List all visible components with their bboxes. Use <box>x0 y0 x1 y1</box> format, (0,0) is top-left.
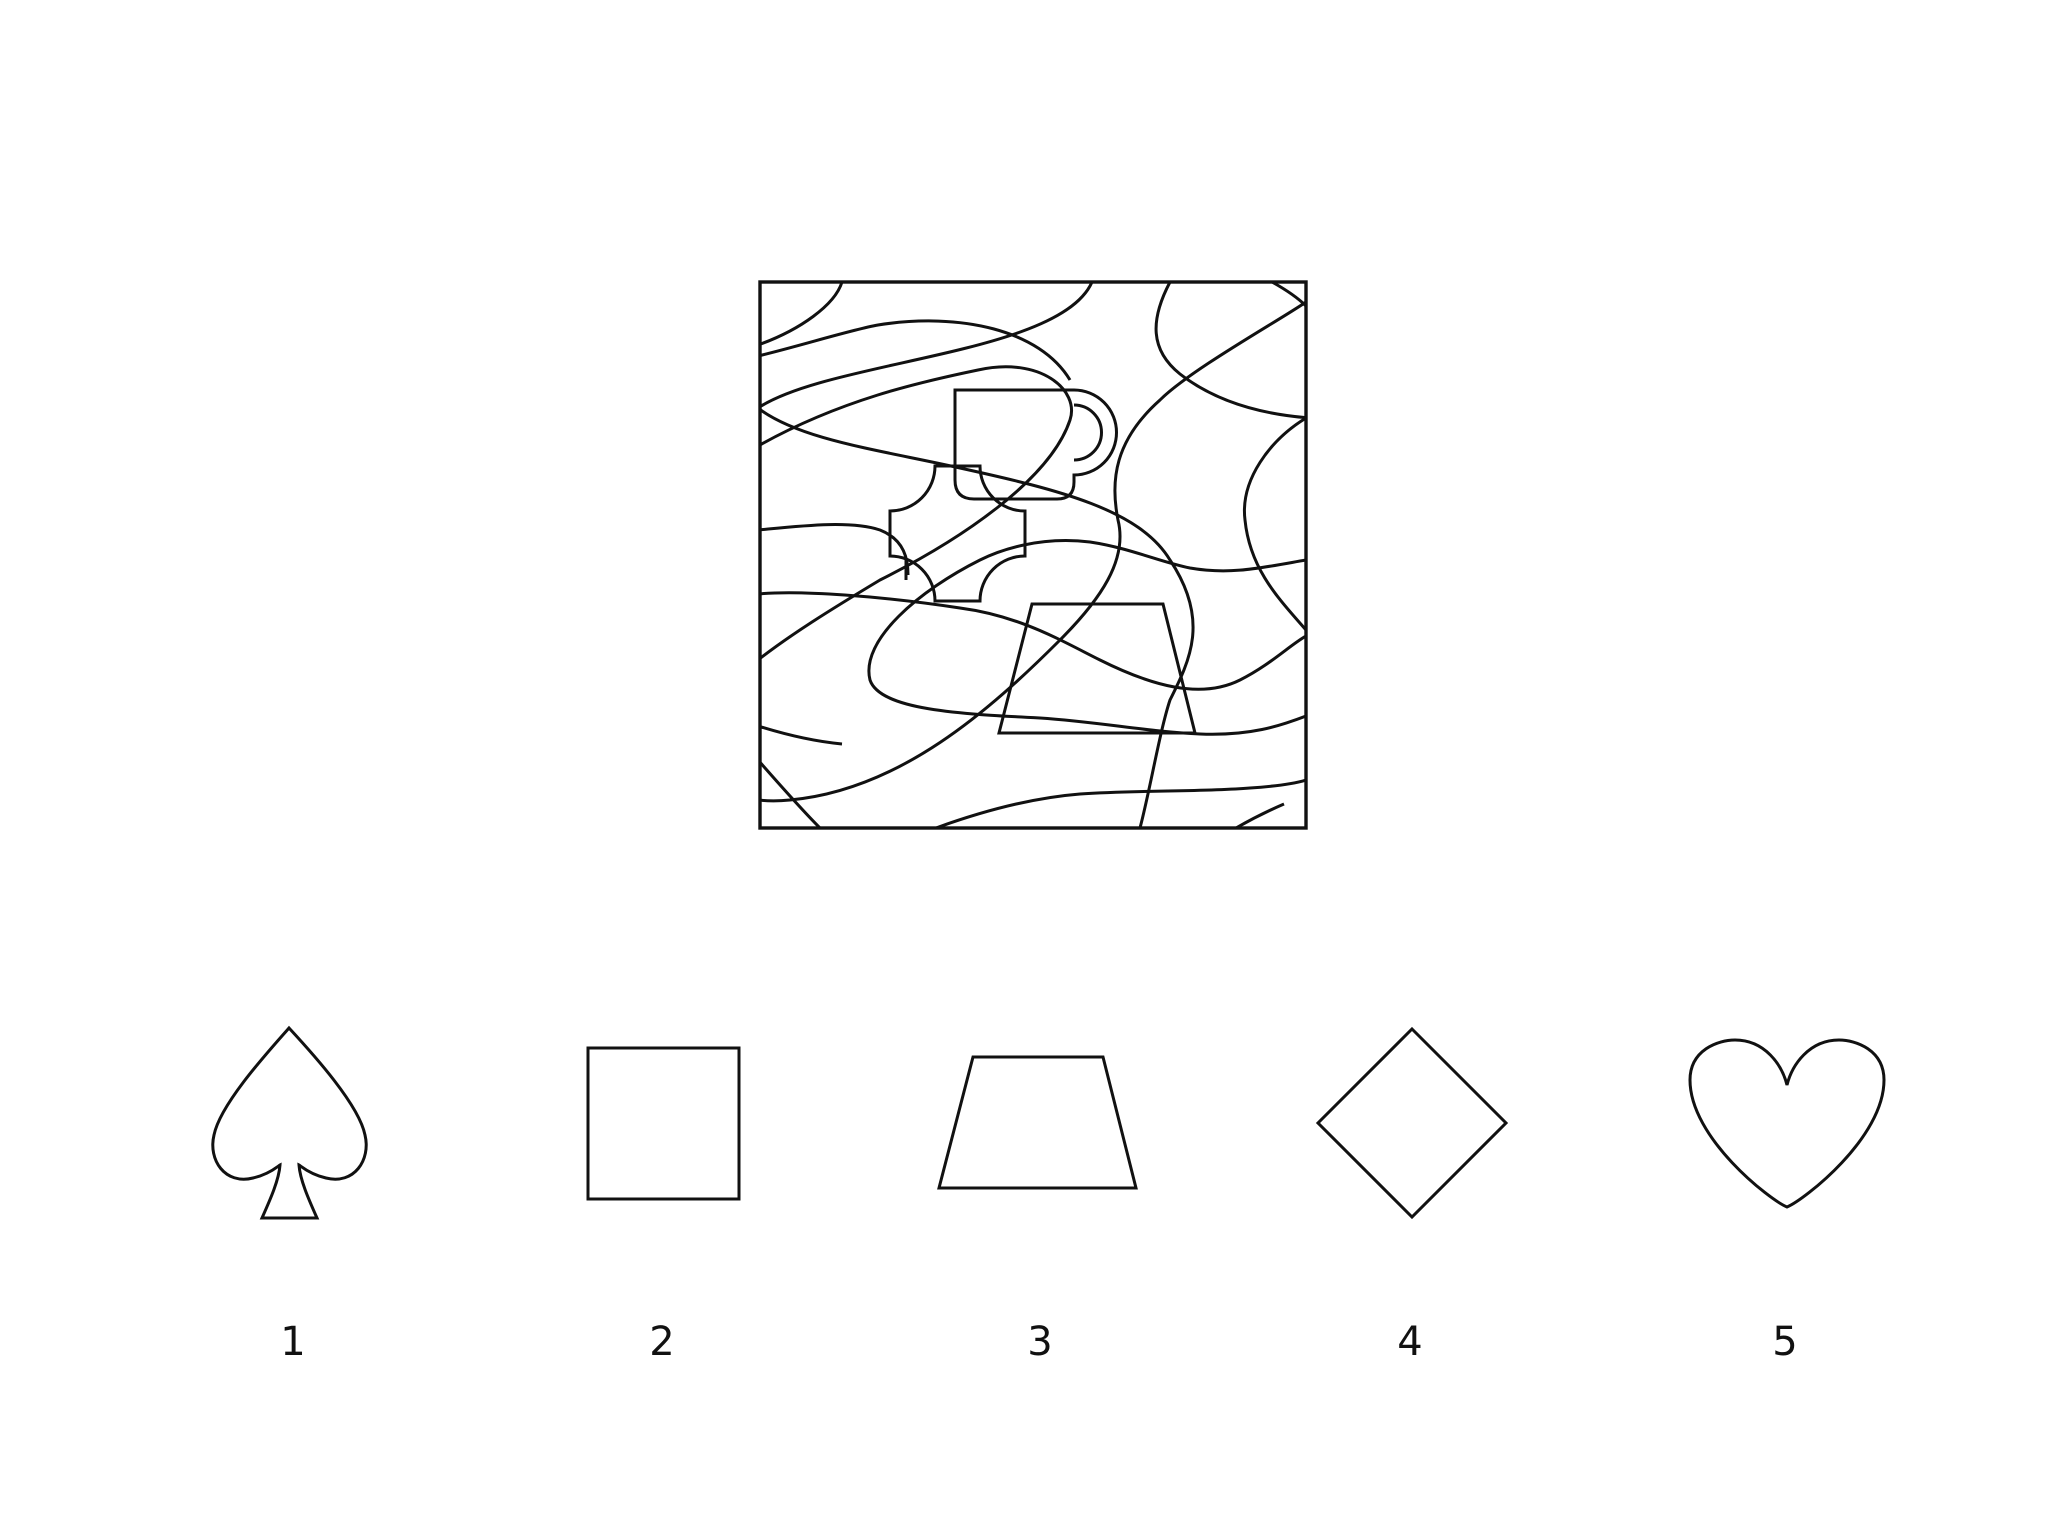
noise-curve <box>1242 416 1306 631</box>
option-label-2: 2 <box>649 1319 675 1365</box>
noise-curve <box>1235 802 1285 828</box>
trapezoid-icon[interactable] <box>937 1055 1138 1190</box>
noise-curve <box>1271 282 1306 308</box>
option-label-4: 4 <box>1397 1319 1423 1365</box>
noise-curve <box>935 778 1306 828</box>
noise-curve <box>760 725 843 746</box>
heart-icon[interactable] <box>1688 1038 1886 1209</box>
option-label-3: 3 <box>1027 1319 1053 1365</box>
option-label-1: 1 <box>280 1319 306 1365</box>
option-label-5: 5 <box>1772 1319 1798 1365</box>
noise-curve <box>760 365 1073 661</box>
noise-curve <box>760 760 822 828</box>
noise-curve <box>760 282 1094 409</box>
clutter-panel <box>758 280 1308 830</box>
mug-icon <box>953 388 1118 501</box>
noise-curve <box>760 407 1195 828</box>
diamond-icon[interactable] <box>1315 1026 1509 1220</box>
notched-cross-icon <box>888 464 1027 603</box>
noise-curve <box>1154 282 1306 420</box>
square-icon[interactable] <box>586 1046 741 1201</box>
noise-curve <box>760 591 1306 691</box>
puzzle-frame <box>758 280 1308 830</box>
trapezoid-icon <box>997 602 1197 735</box>
noise-curve <box>867 539 1306 736</box>
spade-icon[interactable] <box>211 1025 368 1220</box>
noise-curve <box>760 300 1306 803</box>
noise-curve <box>760 282 844 346</box>
noise-curve <box>760 319 1072 381</box>
noise-curve <box>760 523 910 576</box>
